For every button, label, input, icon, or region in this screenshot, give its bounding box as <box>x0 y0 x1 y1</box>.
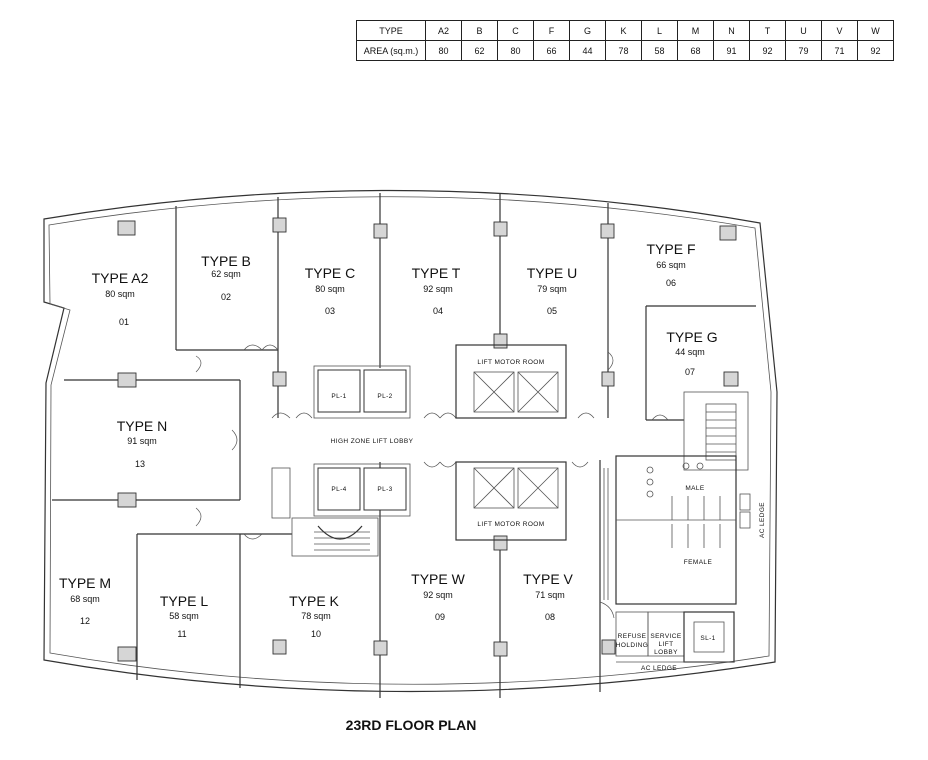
unit-name: TYPE K <box>289 593 339 609</box>
ac-ledge-right-label: AC LEDGE <box>759 502 766 538</box>
refuse-holding-label: HOLDING <box>616 642 648 649</box>
male-toilet-label: MALE <box>685 485 705 492</box>
lift-lobby-label: HIGH ZONE LIFT LOBBY <box>331 438 414 445</box>
unit-number: 03 <box>325 306 335 316</box>
unit-type-m: TYPE M 68 sqm 12 <box>59 575 111 626</box>
unit-number: 10 <box>311 629 321 639</box>
unit-number: 09 <box>435 612 445 622</box>
unit-name: TYPE A2 <box>92 270 149 286</box>
unit-type-b: TYPE B 62 sqm 02 <box>201 253 251 302</box>
unit-type-g: TYPE G 44 sqm 07 <box>666 329 717 377</box>
unit-name: TYPE T <box>412 265 461 281</box>
unit-name: TYPE C <box>305 265 356 281</box>
unit-type-k: TYPE K 78 sqm 10 <box>289 593 339 639</box>
service-lift-lobby-label: SERVICE <box>650 633 681 640</box>
unit-number: 06 <box>666 278 676 288</box>
unit-type-v: TYPE V 71 sqm 08 <box>523 571 573 622</box>
service-lift-label: SL-1 <box>700 635 715 642</box>
female-toilet-label: FEMALE <box>684 559 713 566</box>
unit-type-t: TYPE T 92 sqm 04 <box>412 265 461 316</box>
unit-area: 92 sqm <box>423 284 453 294</box>
unit-number: 04 <box>433 306 443 316</box>
lift-pl1-label: PL-1 <box>331 393 346 400</box>
unit-number: 13 <box>135 459 145 469</box>
unit-number: 08 <box>545 612 555 622</box>
unit-number: 02 <box>221 292 231 302</box>
unit-area: 91 sqm <box>127 436 157 446</box>
lift-motor-room-top-label: LIFT MOTOR ROOM <box>477 359 544 366</box>
lift-pl3-label: PL-3 <box>377 486 392 493</box>
unit-number: 05 <box>547 306 557 316</box>
unit-area: 44 sqm <box>675 347 705 357</box>
refuse-holding-label: REFUSE <box>618 633 647 640</box>
table-cell-area: 92 <box>857 40 894 61</box>
table-row-type: TYPE A2 B C F G K L M N T U V W <box>356 20 894 41</box>
unit-area-table: TYPE A2 B C F G K L M N T U V W AREA (sq… <box>356 20 894 61</box>
facade-fins <box>603 468 609 600</box>
unit-number: 01 <box>119 317 129 327</box>
unit-name: TYPE V <box>523 571 573 587</box>
unit-name: TYPE M <box>59 575 111 591</box>
unit-name: TYPE L <box>160 593 208 609</box>
unit-name: TYPE G <box>666 329 717 345</box>
unit-type-n: TYPE N 91 sqm 13 <box>117 418 168 469</box>
lift-pl4-label: PL-4 <box>331 486 346 493</box>
unit-area: 79 sqm <box>537 284 567 294</box>
table-cell-area: 92 <box>749 40 786 61</box>
unit-area: 68 sqm <box>70 594 100 604</box>
unit-type-c: TYPE C 80 sqm 03 <box>305 265 356 316</box>
unit-type-f: TYPE F 66 sqm 06 <box>646 241 695 288</box>
unit-name: TYPE F <box>646 241 695 257</box>
ac-ledge-bottom-label: AC LEDGE <box>641 665 677 672</box>
unit-name: TYPE U <box>527 265 578 281</box>
unit-area: 80 sqm <box>315 284 345 294</box>
unit-area: 78 sqm <box>301 611 331 621</box>
table-row-area: AREA (sq.m.) 80 62 80 66 44 78 58 68 91 … <box>356 40 894 61</box>
unit-number: 11 <box>177 629 186 639</box>
unit-type-l: TYPE L 58 sqm 11 <box>160 593 208 639</box>
service-lift-lobby-label: LIFT <box>659 641 674 648</box>
passenger-lifts <box>313 365 411 517</box>
doors <box>195 344 669 619</box>
unit-number: 07 <box>685 367 695 377</box>
unit-type-a2: TYPE A2 80 sqm 01 <box>92 270 149 327</box>
unit-number: 12 <box>80 616 90 626</box>
unit-area: 62 sqm <box>211 269 241 279</box>
lift-motor-room-bottom-label: LIFT MOTOR ROOM <box>477 521 544 528</box>
floor-plan-title: 23RD FLOOR PLAN <box>346 717 477 733</box>
table-cell-type: W <box>857 20 894 41</box>
building-outline <box>43 189 778 693</box>
lift-motor-rooms <box>455 344 567 541</box>
unit-type-u: TYPE U 79 sqm 05 <box>527 265 578 316</box>
unit-area: 58 sqm <box>169 611 199 621</box>
unit-type-w: TYPE W 92 sqm 09 <box>411 571 465 622</box>
staircases <box>271 391 749 557</box>
table-cell-area: 58 <box>641 40 678 61</box>
unit-partitions <box>52 193 756 698</box>
unit-area: 71 sqm <box>535 590 565 600</box>
unit-area: 92 sqm <box>423 590 453 600</box>
table-header-area: AREA (sq.m.) <box>356 40 426 61</box>
service-core <box>615 455 751 663</box>
unit-area: 66 sqm <box>656 260 686 270</box>
unit-name: TYPE N <box>117 418 168 434</box>
service-lift-lobby-label: LOBBY <box>654 649 678 656</box>
unit-name: TYPE W <box>411 571 465 587</box>
unit-area: 80 sqm <box>105 289 135 299</box>
unit-name: TYPE B <box>201 253 251 269</box>
lift-pl2-label: PL-2 <box>377 393 392 400</box>
